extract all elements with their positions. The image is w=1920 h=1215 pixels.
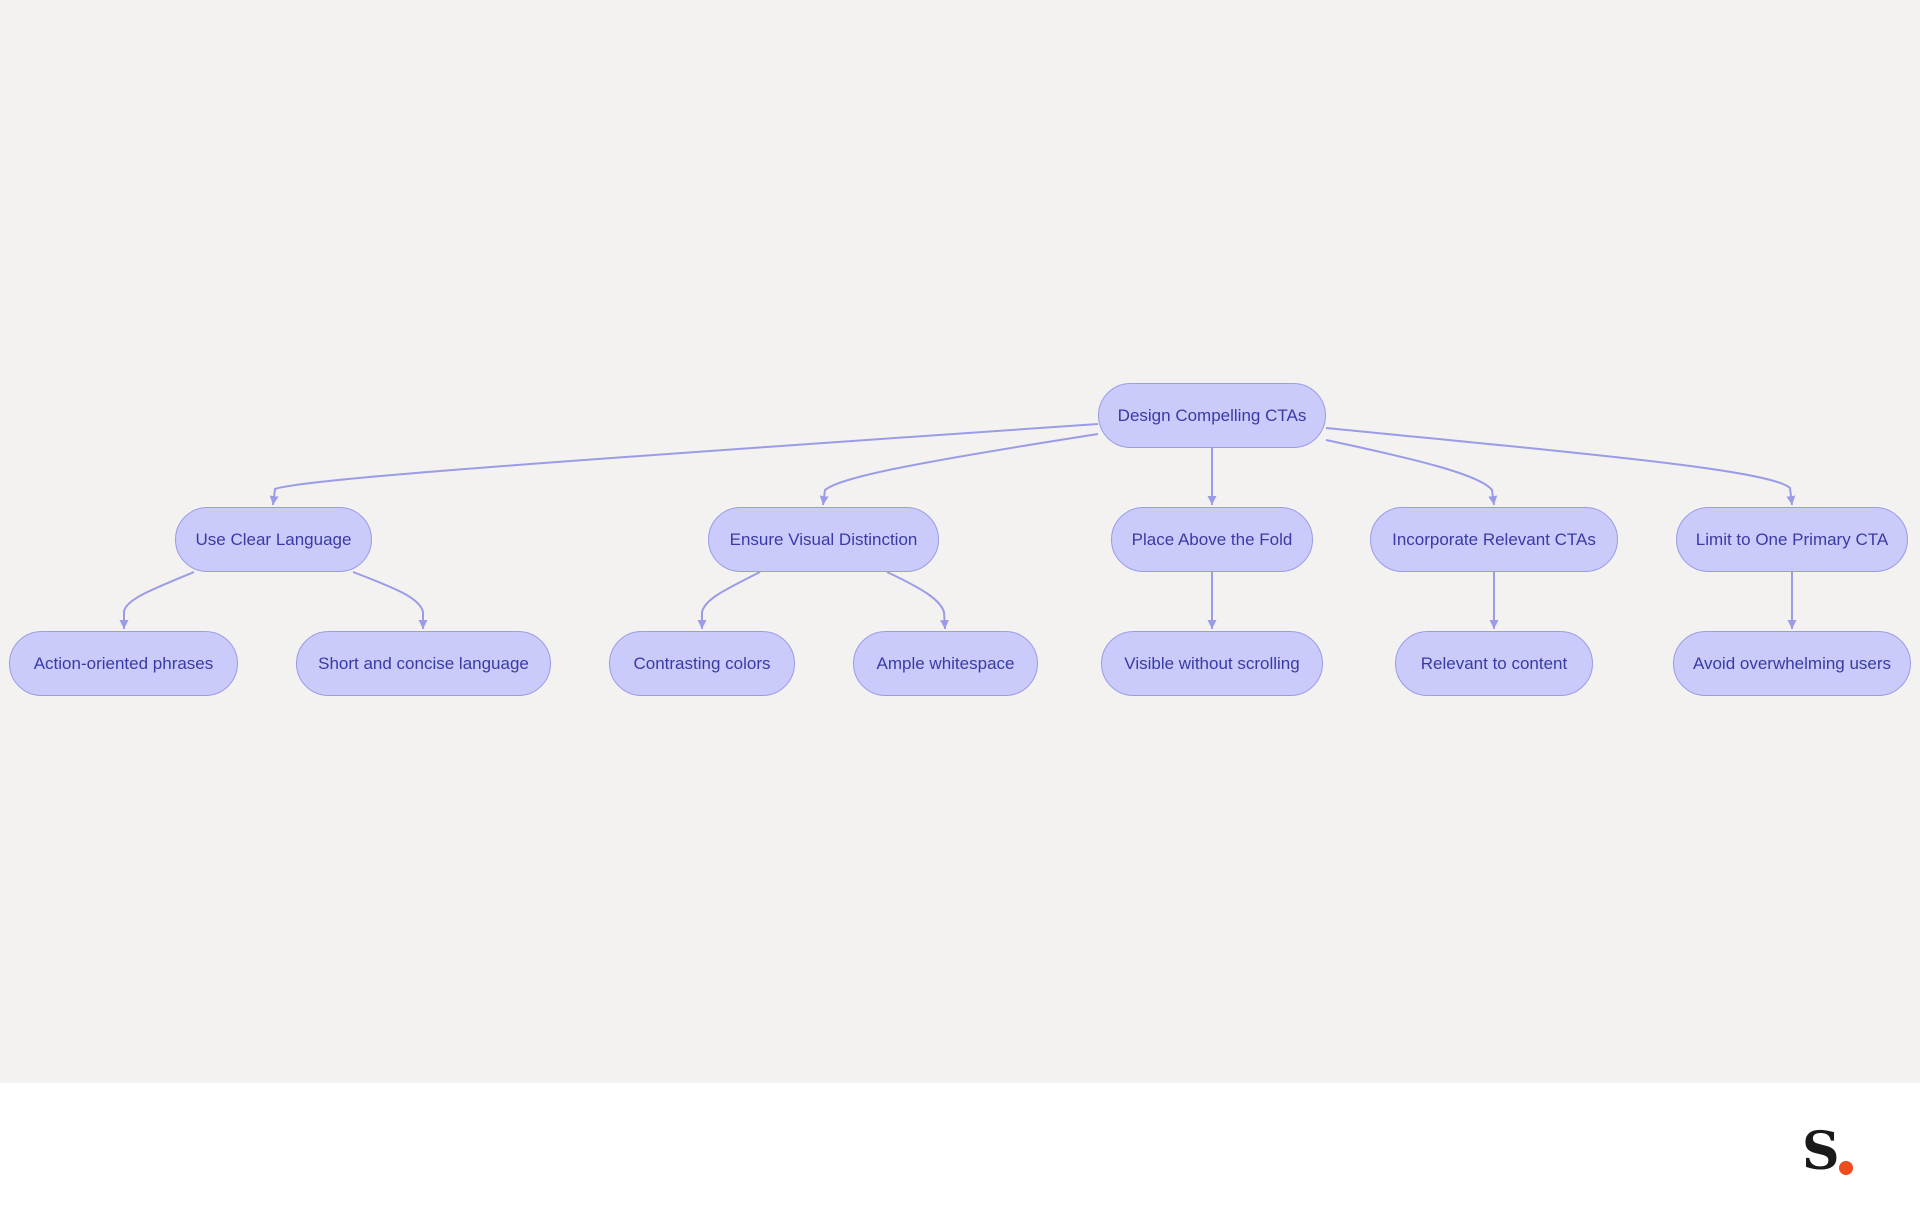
edge-use-clear-language-to-action-oriented-phrases xyxy=(119,571,195,629)
branch-node-limit-to-one-primary-cta: Limit to One Primary CTA xyxy=(1676,507,1908,572)
leaf-node-action-oriented-phrases: Action-oriented phrases xyxy=(9,631,238,696)
edge-root-to-ensure-visual-distinction xyxy=(819,433,1099,506)
leaf-node-visible-without-scrolling: Visible without scrolling xyxy=(1101,631,1323,696)
leaf-node-short-and-concise-language: Short and concise language xyxy=(296,631,551,696)
edge-root-to-limit-to-one-primary-cta xyxy=(1325,427,1796,506)
branch-node-incorporate-relevant-ctas: Incorporate Relevant CTAs xyxy=(1370,507,1618,572)
brand-logo-dot xyxy=(1839,1161,1853,1175)
branch-node-ensure-visual-distinction: Ensure Visual Distinction xyxy=(708,507,939,572)
root-node: Design Compelling CTAs xyxy=(1098,383,1326,448)
edge-use-clear-language-to-short-and-concise-language xyxy=(352,571,428,629)
brand-logo-letter: S xyxy=(1802,1121,1840,1182)
edge-ensure-visual-distinction-to-ample-whitespace xyxy=(886,571,949,630)
edge-root-to-incorporate-relevant-ctas xyxy=(1325,439,1498,506)
leaf-node-contrasting-colors: Contrasting colors xyxy=(609,631,795,696)
leaf-node-ample-whitespace: Ample whitespace xyxy=(853,631,1038,696)
branch-node-use-clear-language: Use Clear Language xyxy=(175,507,372,572)
edge-ensure-visual-distinction-to-contrasting-colors xyxy=(697,571,761,629)
diagram-area: Design Compelling CTAs Use Clear Languag… xyxy=(0,0,1920,1083)
edge-root-to-use-clear-language xyxy=(269,423,1099,506)
branch-node-place-above-the-fold: Place Above the Fold xyxy=(1111,507,1313,572)
leaf-node-relevant-to-content: Relevant to content xyxy=(1395,631,1593,696)
brand-logo-icon: S xyxy=(1802,1122,1862,1182)
leaf-node-avoid-overwhelming-users: Avoid overwhelming users xyxy=(1673,631,1911,696)
diagram-edges xyxy=(119,423,1797,630)
